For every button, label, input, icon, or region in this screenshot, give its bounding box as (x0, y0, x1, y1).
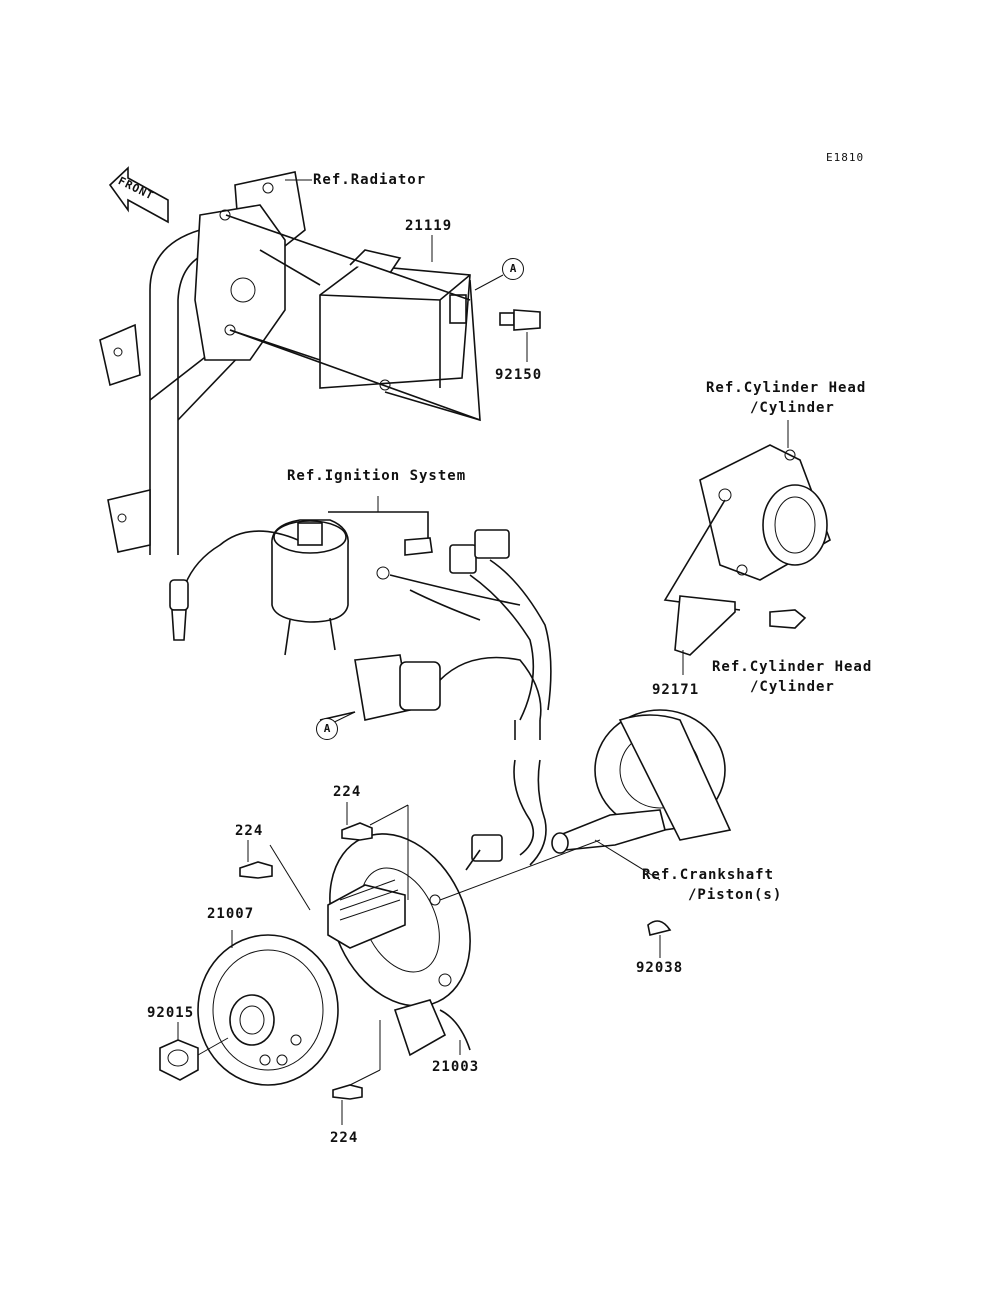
part-224-left-label: 224 (235, 823, 264, 839)
part-224-bottom-label: 224 (330, 1130, 359, 1146)
screws-224 (239, 802, 373, 1125)
cdi-unit-21119 (225, 214, 481, 422)
part-92171-label: 92171 (652, 682, 700, 698)
part-21003-label: 21003 (432, 1059, 480, 1075)
ref-cylinder-head-top-label: Ref.Cylinder Head (706, 380, 867, 396)
nut-92015 (159, 1022, 229, 1081)
front-direction-arrow (108, 166, 169, 224)
part-21007-label: 21007 (207, 906, 255, 922)
ref-cylinder-top-label: /Cylinder (750, 400, 835, 416)
bolt-92150 (474, 274, 541, 362)
diagram-id: E1810 (826, 151, 865, 164)
ref-crankshaft-label: Ref.Crankshaft (642, 867, 775, 883)
part-224-top-label: 224 (333, 784, 362, 800)
ref-piston-label: /Piston(s) (688, 887, 783, 903)
callout-a-bottom: A (316, 718, 338, 740)
flywheel-21007 (197, 930, 339, 1086)
ref-cylinder-bottom-label: /Cylinder (750, 679, 835, 695)
part-21119-label: 21119 (405, 218, 453, 234)
wiring-harness (319, 529, 552, 866)
cylinder-head-reference (663, 420, 831, 611)
ref-ignition-system-label: Ref.Ignition System (287, 468, 467, 484)
part-92015-label: 92015 (147, 1005, 195, 1021)
frame-bracket (99, 171, 321, 555)
callout-a-top: A (502, 258, 524, 280)
ref-cylinder-head-bottom-label: Ref.Cylinder Head (712, 659, 873, 675)
part-92150-label: 92150 (495, 367, 543, 383)
crankshaft-reference (551, 709, 732, 958)
part-92038-label: 92038 (636, 960, 684, 976)
plate-92171 (674, 595, 807, 675)
ignition-coil (169, 496, 521, 656)
ref-radiator-label: Ref.Radiator (313, 172, 427, 188)
stator-21003 (269, 804, 601, 1086)
